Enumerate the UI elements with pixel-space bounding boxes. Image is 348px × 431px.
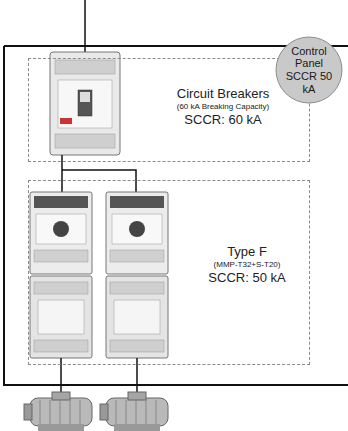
group-label: Control Panel SCCR 50 kA (283, 45, 335, 96)
sub-caption: (MMP-T32+S-T20) (185, 260, 309, 269)
wire (61, 180, 63, 192)
starter-group-box: Type F(MMP-T32+S-T20) SCCR: 50 kA (28, 180, 310, 365)
motor-starter-symbol (30, 192, 92, 358)
group-label: SCCR: 60 kA (141, 113, 305, 128)
badge-text-wrap: Control Panel SCCR 50 kA (283, 36, 335, 104)
wire-connector (61, 162, 63, 180)
motor-starter-symbol (106, 192, 168, 358)
group-text: Circuit Breakers(60 kA Breaking Capacity… (141, 87, 305, 128)
group-label: Circuit Breakers (141, 87, 305, 102)
circuit-breaker-symbol (50, 52, 120, 155)
badge-text-inner: Control Panel SCCR 50 kA (283, 45, 335, 96)
motor-symbol (100, 392, 168, 431)
motor-symbol (24, 392, 92, 431)
sub-caption: (60 kA Breaking Capacity) (141, 102, 305, 111)
badge-circle-shape (276, 37, 342, 103)
wire (62, 170, 136, 192)
wire (61, 155, 63, 162)
group-text: Type F(MMP-T32+S-T20) SCCR: 50 kA (185, 245, 309, 286)
group-label: SCCR: 50 kA (185, 271, 309, 286)
group-label: Type F (185, 245, 309, 260)
breaker-group-box: Circuit Breakers(60 kA Breaking Capacity… (28, 58, 310, 162)
panel-sccr-badge: Control Panel SCCR 50 kA (275, 36, 343, 104)
